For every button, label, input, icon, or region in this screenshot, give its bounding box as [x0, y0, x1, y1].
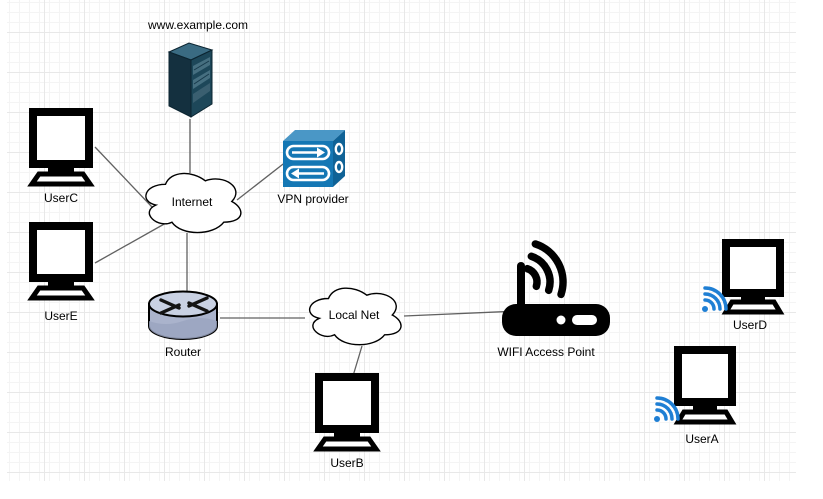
- node-router[interactable]: [146, 289, 220, 341]
- router-icon: [148, 290, 218, 340]
- node-userD[interactable]: [699, 239, 787, 315]
- vpn-label: VPN provider: [277, 192, 349, 206]
- wifi-signal-icon: [703, 286, 728, 311]
- edge-localnet-wap[interactable]: [403, 310, 520, 317]
- desktop-computer-icon: [313, 373, 381, 452]
- userC-label: UserC: [43, 191, 78, 205]
- node-userC[interactable]: [27, 107, 95, 187]
- cloud-shape: [308, 287, 402, 346]
- node-internet[interactable]: Internet: [139, 167, 245, 236]
- node-localnet[interactable]: Local Net: [303, 282, 405, 348]
- server-rack-icon: [167, 42, 214, 118]
- grid-background: [7, 0, 796, 481]
- edge-localnet-userB[interactable]: [352, 345, 363, 377]
- internet-label: Internet: [171, 194, 213, 209]
- node-vpn[interactable]: [279, 127, 347, 194]
- userE-label: UserE: [44, 309, 78, 323]
- wifi-signal-icon: [655, 396, 680, 421]
- localnet-label: Local Net: [328, 308, 380, 322]
- edge-userE-internet[interactable]: [94, 222, 167, 264]
- server-label: www.example.com: [147, 18, 249, 32]
- edge-userC-internet[interactable]: [94, 146, 153, 208]
- node-wap[interactable]: [501, 226, 611, 338]
- node-server[interactable]: [163, 40, 217, 120]
- desktop-computer-icon: [27, 222, 95, 301]
- vpn-concentrator-icon: [283, 130, 345, 187]
- cloud-shape: [145, 172, 242, 234]
- wireless-computer-icon: [654, 346, 737, 425]
- userB-label: UserB: [330, 456, 364, 470]
- router-label: Router: [164, 345, 202, 359]
- wireless-computer-icon: [702, 239, 785, 315]
- edge-internet-vpn[interactable]: [236, 160, 288, 201]
- node-userE[interactable]: [27, 221, 95, 301]
- wifi-access-point-icon: [502, 240, 610, 336]
- desktop-computer-icon: [27, 108, 95, 187]
- node-userA[interactable]: [651, 345, 739, 425]
- userD-label: UserD: [732, 318, 767, 332]
- wap-label: WIFI Access Point: [497, 345, 595, 359]
- userA-label: UserA: [685, 432, 719, 446]
- node-userB[interactable]: [312, 372, 382, 452]
